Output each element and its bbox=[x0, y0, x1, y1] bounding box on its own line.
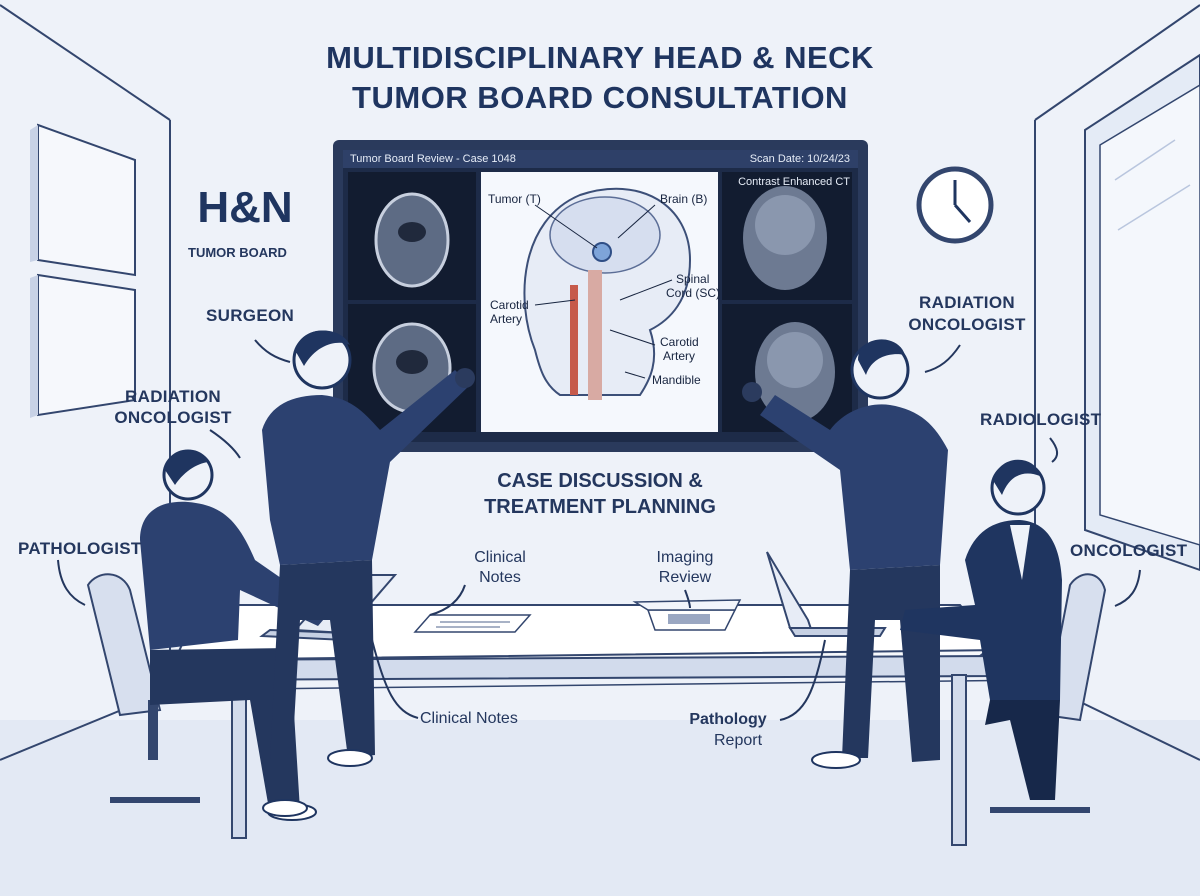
discussion-line-2: TREATMENT PLANNING bbox=[484, 496, 716, 518]
label-spinal-cord-1: Spinal bbox=[676, 272, 710, 286]
figure-radiologist bbox=[900, 459, 1062, 800]
arrow-radiation-right bbox=[924, 344, 961, 373]
arrow-clinical-notes-top bbox=[429, 584, 466, 616]
doc-clinical-notes-bottom: Clinical Notes bbox=[420, 710, 518, 727]
screen-header-right: Scan Date: 10/24/23 bbox=[749, 153, 850, 165]
label-carotid-right-1: Carotid bbox=[660, 335, 699, 349]
title-line-2: TUMOR BOARD CONSULTATION bbox=[352, 80, 848, 115]
doc-clinical-notes-top-2: Notes bbox=[479, 569, 521, 586]
role-radiologist: RADIOLOGIST bbox=[980, 410, 1102, 429]
arrow-oncologist bbox=[1114, 569, 1141, 607]
screen-right-panel-label: Contrast Enhanced CT bbox=[738, 176, 850, 188]
paper-imaging-review bbox=[632, 599, 742, 631]
window bbox=[1084, 53, 1200, 572]
label-tumor: Tumor (T) bbox=[488, 192, 541, 206]
logo-text: H&N bbox=[197, 183, 292, 232]
wall-panel-upper bbox=[30, 123, 136, 277]
role-oncologist: ONCOLOGIST bbox=[1070, 541, 1188, 560]
title-line-1: MULTIDISCIPLINARY HEAD & NECK bbox=[326, 40, 874, 75]
arrow-clinical-notes-bottom bbox=[371, 639, 419, 719]
arrow-surgeon bbox=[254, 339, 291, 363]
label-carotid-left-2: Artery bbox=[490, 312, 523, 326]
screen-header-left: Tumor Board Review - Case 1048 bbox=[350, 153, 516, 165]
paper-clinical-notes bbox=[413, 614, 532, 633]
label-brain: Brain (B) bbox=[660, 192, 708, 206]
arrow-imaging-review bbox=[684, 589, 691, 609]
discussion-line-1: CASE DISCUSSION & bbox=[497, 470, 703, 492]
role-surgeon: SURGEON bbox=[206, 306, 295, 325]
callout-arrows bbox=[57, 339, 1141, 721]
label-carotid-left-1: Carotid bbox=[490, 298, 529, 312]
arrow-pathologist bbox=[57, 559, 86, 606]
label-spinal-cord-2: Cord (SC) bbox=[666, 286, 721, 300]
arrow-radiation-left bbox=[209, 429, 241, 459]
wall-panel-lower bbox=[30, 273, 136, 418]
arrow-radiologist bbox=[1049, 437, 1058, 463]
doc-imaging-review-2: Review bbox=[658, 569, 712, 586]
role-radiation-oncologist-left-1: RADIATION bbox=[125, 387, 221, 406]
doc-imaging-review-1: Imaging bbox=[656, 549, 714, 566]
arrow-pathology-report bbox=[779, 639, 826, 721]
doc-pathology-report-2: Report bbox=[713, 732, 763, 749]
logo-mark: H&N bbox=[197, 183, 292, 232]
figure-surgeon bbox=[262, 330, 475, 817]
wall-clock bbox=[916, 166, 994, 244]
role-radiation-oncologist-right-2: ONCOLOGIST bbox=[908, 315, 1026, 334]
doc-pathology-report-1: Pathology bbox=[689, 711, 767, 728]
label-mandible: Mandible bbox=[652, 373, 701, 387]
doc-clinical-notes-top-1: Clinical bbox=[474, 549, 526, 566]
role-radiation-oncologist-left-2: ONCOLOGIST bbox=[114, 408, 232, 427]
label-carotid-right-2: Artery bbox=[663, 349, 696, 363]
role-pathologist: PATHOLOGIST bbox=[18, 539, 142, 558]
logo-caption: TUMOR BOARD bbox=[188, 245, 287, 260]
role-radiation-oncologist-right-1: RADIATION bbox=[919, 293, 1015, 312]
